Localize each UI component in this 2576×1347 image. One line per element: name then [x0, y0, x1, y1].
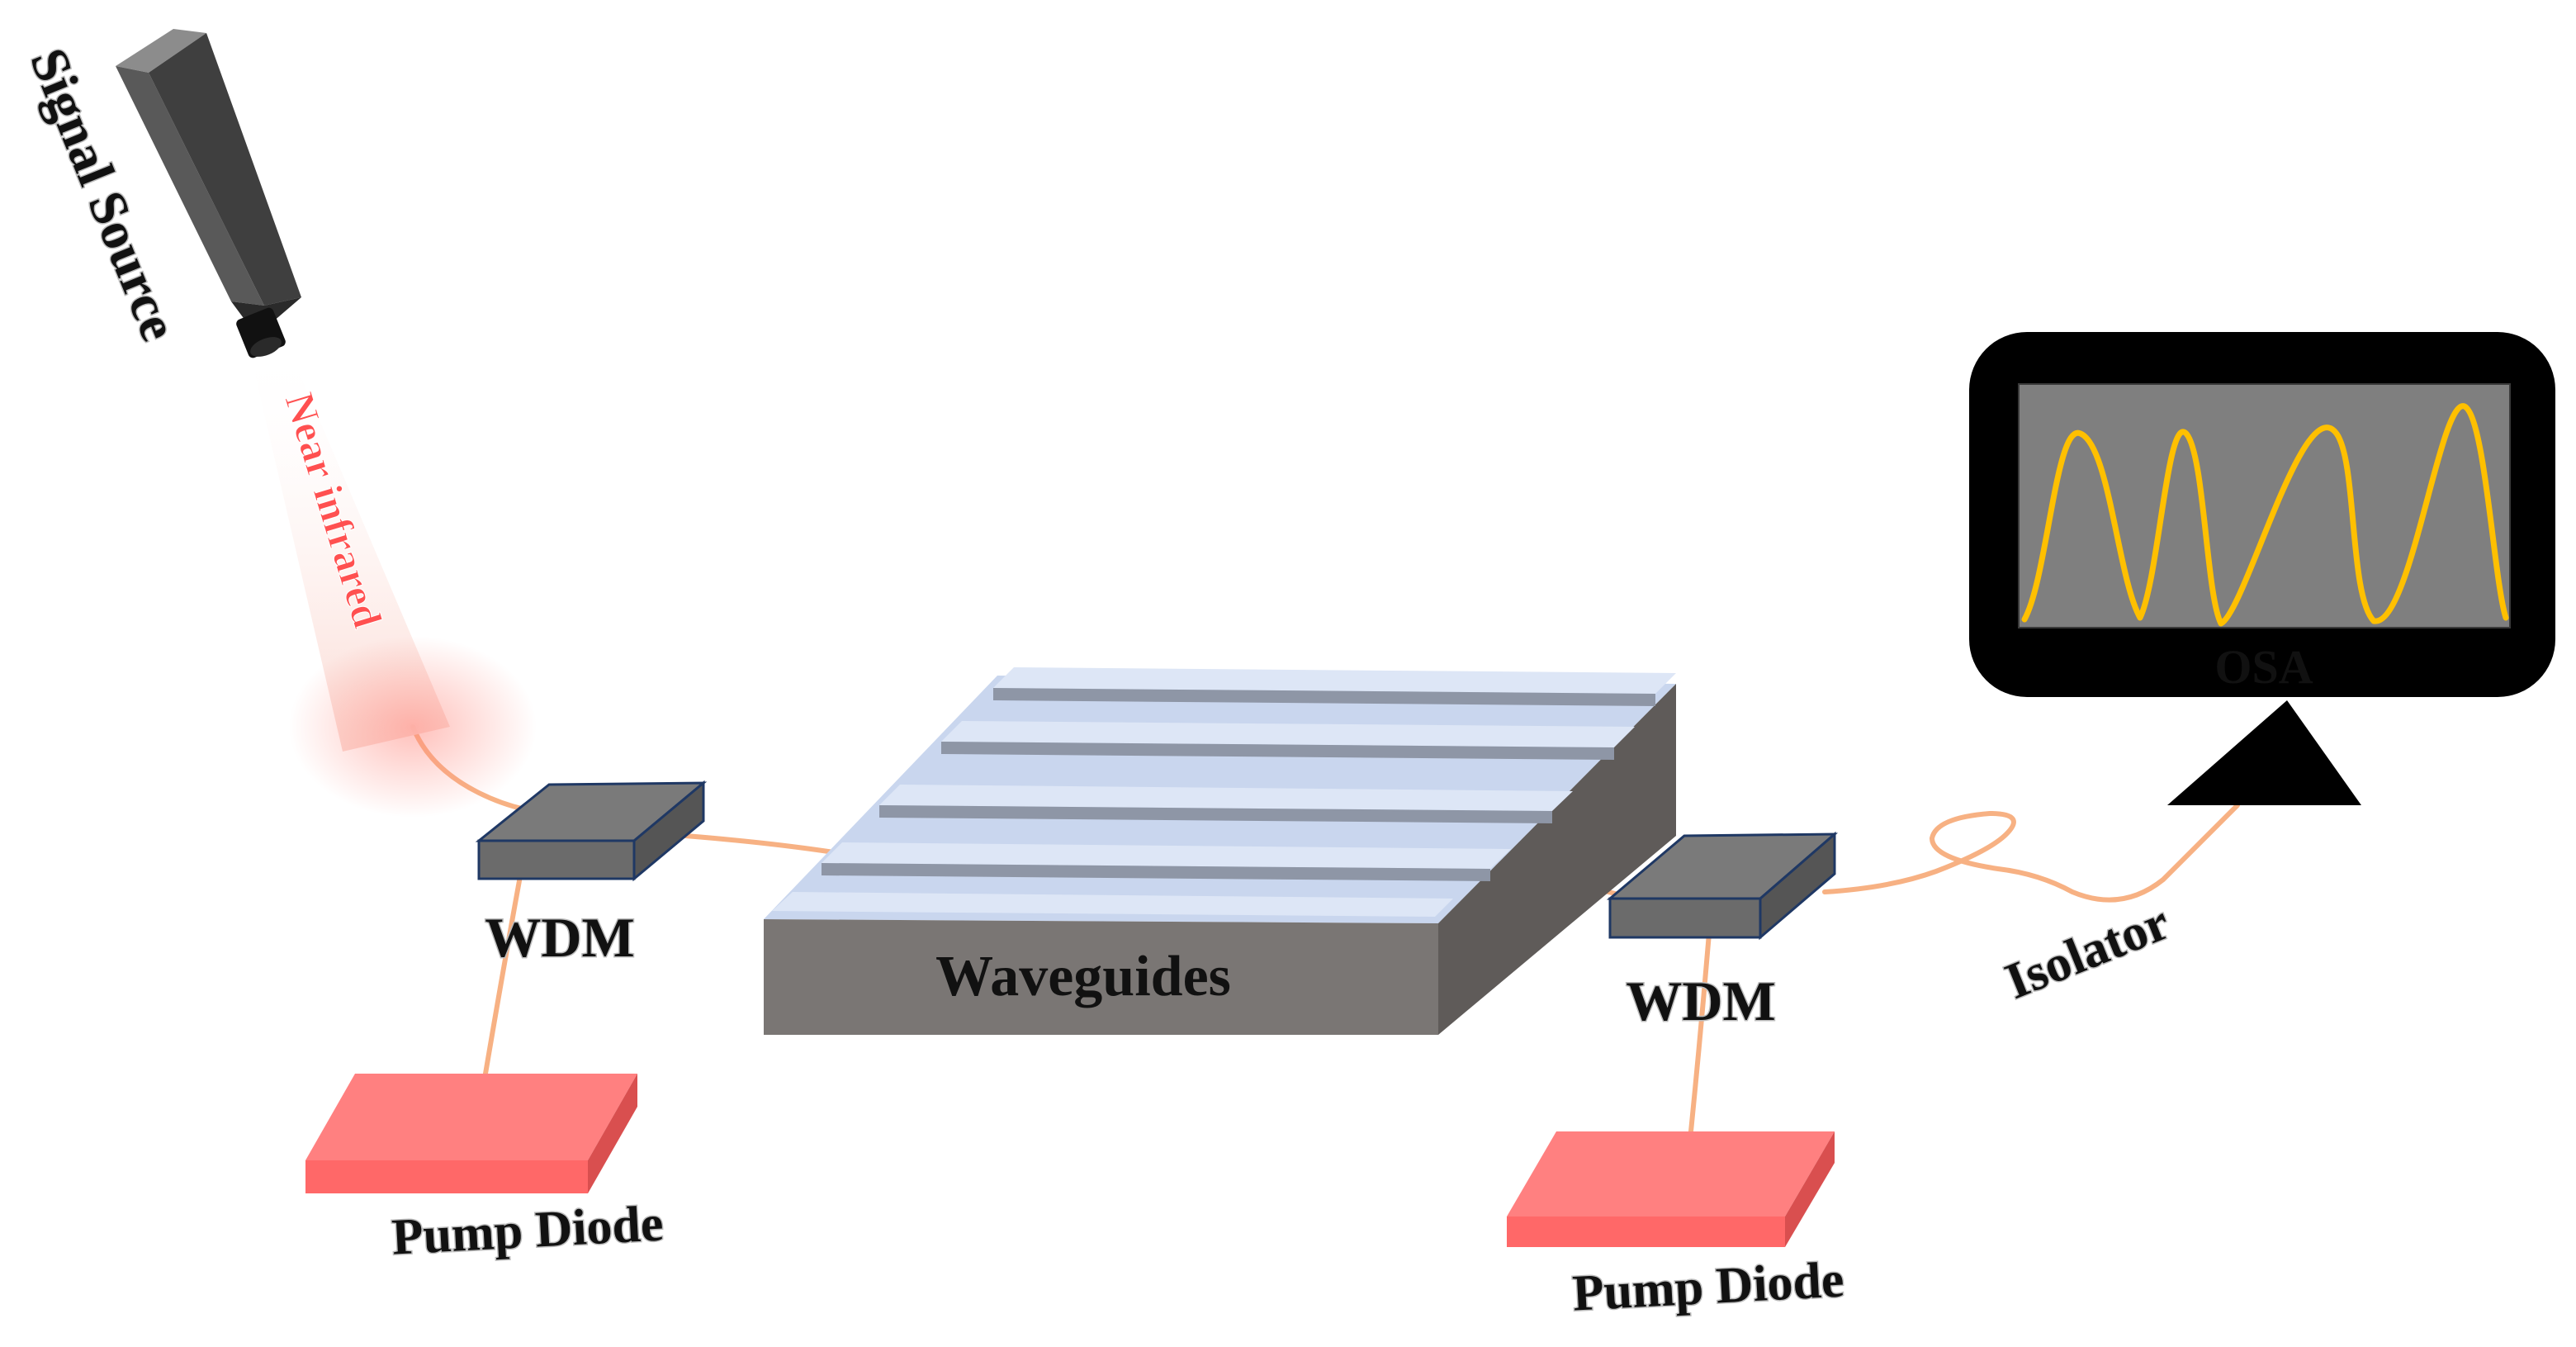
laser-source-icon	[116, 29, 301, 358]
waveguides-label: Waveguides	[935, 945, 1231, 1008]
osa-stand	[2167, 700, 2361, 805]
pump-diode-left: Pump Diode	[305, 1074, 665, 1267]
wdm-right: WDM	[1606, 831, 1839, 1034]
osa-trace	[2021, 403, 2509, 627]
osa-label: OSA	[2214, 640, 2313, 694]
pump-diode-left-label: Pump Diode	[391, 1195, 665, 1265]
fiber-isolator-to-osa	[1822, 803, 2240, 903]
fiber-wdm-right-to-pump-right	[1688, 931, 1712, 1134]
fiber-wdm-left-to-waveguides	[683, 833, 836, 855]
waveguides-chip: Waveguides	[764, 667, 1676, 1035]
pump-diode-right-label: Pump Diode	[1571, 1251, 1845, 1321]
osa-screen	[2018, 383, 2511, 628]
wdm-right-label: WDM	[1626, 970, 1775, 1032]
waveguide-channels	[772, 667, 1676, 917]
near-infrared-glow	[289, 636, 537, 818]
pump-diode-right: Pump Diode	[1507, 1131, 1846, 1323]
isolator-label: Isolator	[1998, 894, 2177, 1010]
fiber-wdm-left-to-pump-left	[483, 865, 524, 1076]
wdm-left-label: WDM	[485, 906, 634, 969]
signal-source: Signal Source Near infrared	[18, 29, 537, 818]
wdm-left: WDM	[475, 780, 708, 970]
osa: OSA	[1969, 332, 2555, 805]
